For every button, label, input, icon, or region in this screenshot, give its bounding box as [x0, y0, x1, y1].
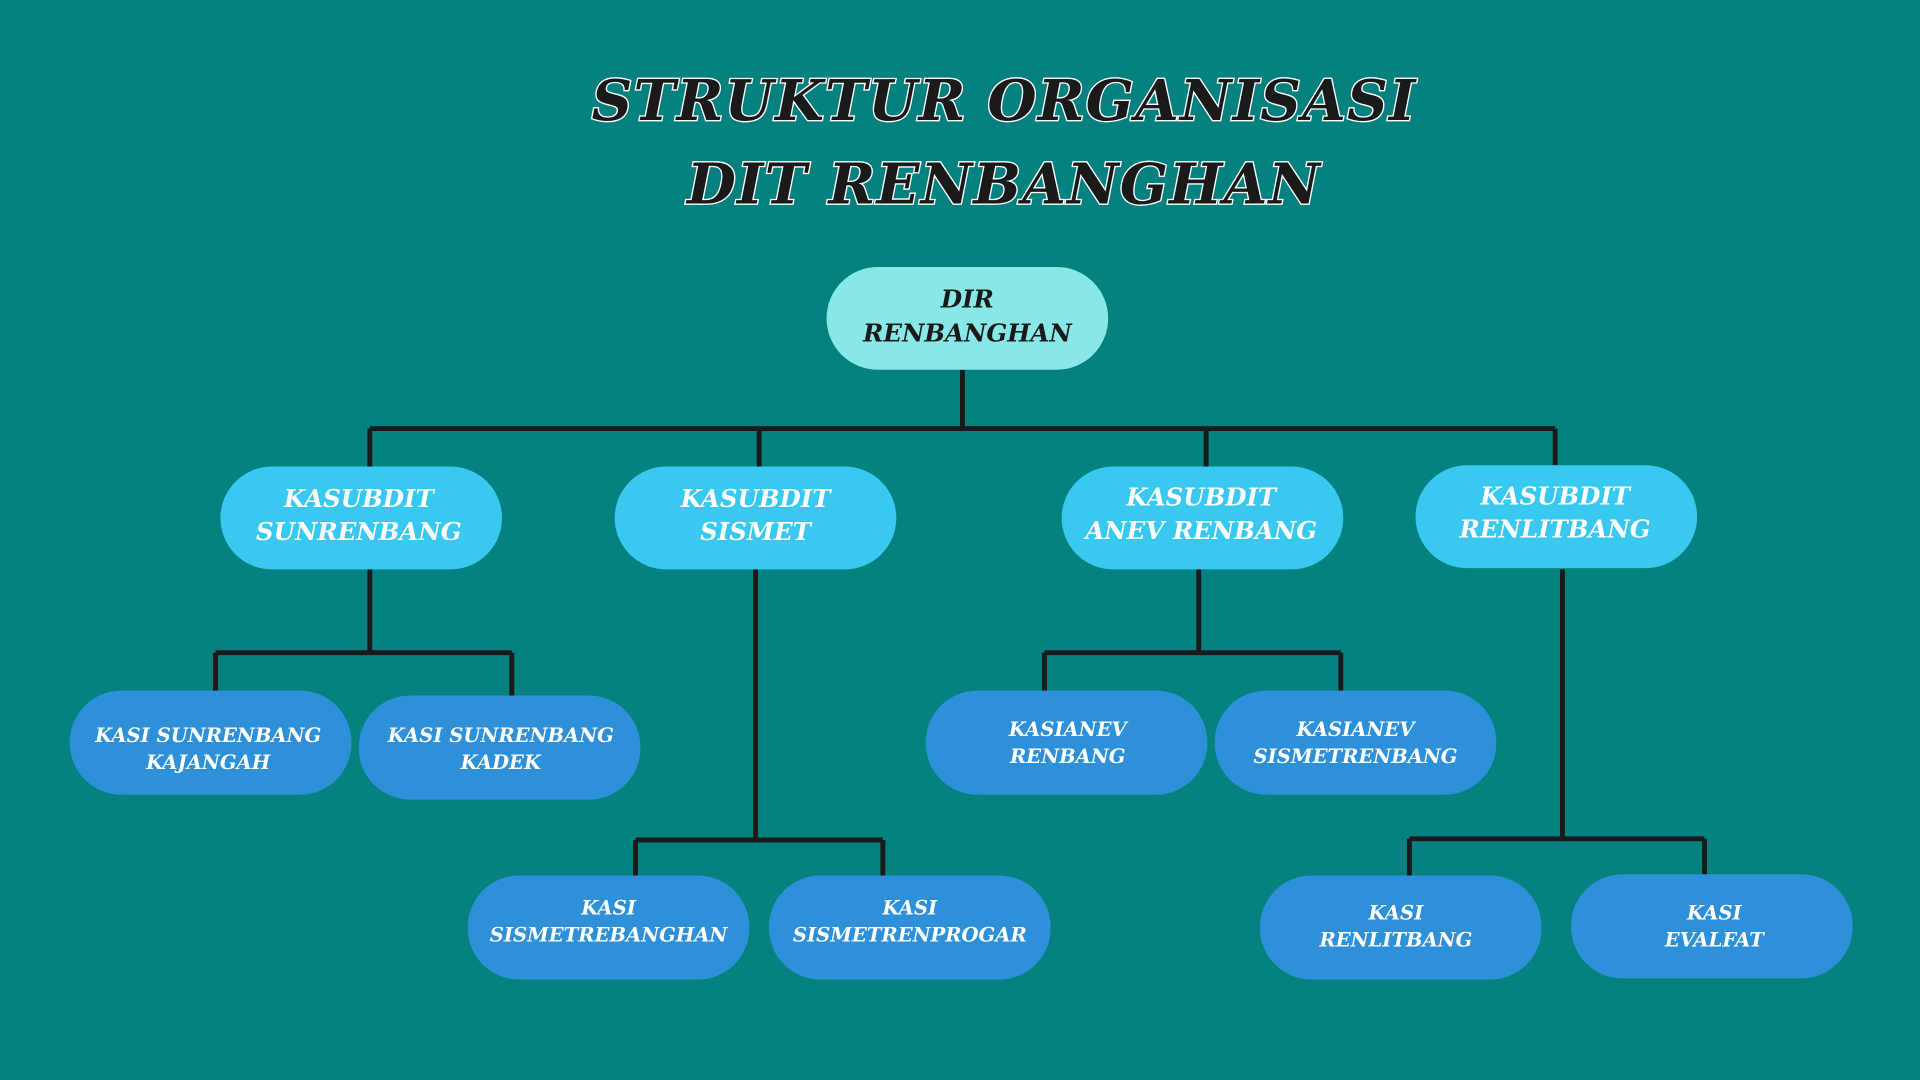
svg-text:KASUBDIT: KASUBDIT	[1479, 481, 1632, 510]
svg-text:SISMETRENBANG: SISMETRENBANG	[1253, 745, 1457, 768]
svg-text:EVALFAT: EVALFAT	[1664, 929, 1765, 952]
svg-text:KASUBDIT: KASUBDIT	[680, 484, 833, 513]
node-kasubdit-renlitbang: KASUBDIT RENLITBANG	[1415, 465, 1698, 569]
svg-text:RENBANGHAN: RENBANGHAN	[862, 319, 1073, 348]
svg-text:RENLITBANG: RENLITBANG	[1318, 929, 1472, 952]
svg-text:SISMET: SISMET	[700, 517, 813, 546]
node-kasi-sunrenbang-kajangah: KASI SUNRENBANG KAJANGAH	[69, 690, 352, 795]
title-line-2: DIT RENBANGHAN	[685, 151, 1323, 217]
svg-text:KASI SUNRENBANG: KASI SUNRENBANG	[94, 724, 321, 747]
node-kasubdit-sismet: KASUBDIT SISMET	[614, 466, 897, 570]
svg-text:KASI: KASI	[881, 897, 938, 920]
node-kasianev-renbang: KASIANEV RENBANG	[925, 690, 1208, 795]
svg-text:DIR: DIR	[940, 284, 994, 313]
node-kasianev-sismetrenbang: KASIANEV SISMETRENBANG	[1214, 690, 1497, 795]
svg-text:RENLITBANG: RENLITBANG	[1459, 515, 1651, 544]
svg-text:RENBANG: RENBANG	[1009, 745, 1125, 768]
title-line-1: STRUKTUR ORGANISASI	[592, 68, 1417, 134]
svg-text:SISMETRENPROGAR: SISMETRENPROGAR	[793, 924, 1027, 947]
node-dir-renbanghan: DIR RENBANGHAN	[826, 266, 1109, 370]
node-kasubdit-sunrenbang: KASUBDIT SUNRENBANG	[220, 466, 503, 570]
svg-text:KASI: KASI	[1368, 902, 1425, 925]
svg-text:KADEK: KADEK	[460, 751, 542, 774]
svg-text:ANEV RENBANG: ANEV RENBANG	[1083, 516, 1317, 545]
node-kasi-evalfat: KASI EVALFAT	[1571, 874, 1853, 979]
svg-text:KASI: KASI	[1686, 902, 1743, 925]
svg-text:KAJANGAH: KAJANGAH	[145, 751, 272, 774]
connectors	[213, 369, 1707, 876]
svg-text:KASI SUNRENBANG: KASI SUNRENBANG	[387, 724, 614, 747]
node-kasi-sunrenbang-kadek: KASI SUNRENBANG KADEK	[358, 695, 641, 800]
svg-text:KASI: KASI	[580, 897, 637, 920]
node-kasi-sismetrebanghan: KASI SISMETREBANGHAN	[467, 875, 750, 980]
svg-text:KASIANEV: KASIANEV	[1008, 718, 1129, 741]
svg-text:KASIANEV: KASIANEV	[1296, 718, 1417, 741]
svg-text:KASUBDIT: KASUBDIT	[1125, 483, 1278, 512]
svg-text:SUNRENBANG: SUNRENBANG	[256, 517, 462, 546]
node-kasubdit-anev-renbang: KASUBDIT ANEV RENBANG	[1061, 466, 1344, 570]
node-kasi-renlitbang: KASI RENLITBANG	[1260, 875, 1542, 980]
svg-text:SISMETREBANGHAN: SISMETREBANGHAN	[490, 924, 729, 947]
node-kasi-sismetrenprogar: KASI SISMETRENPROGAR	[768, 875, 1051, 980]
svg-text:KASUBDIT: KASUBDIT	[283, 484, 436, 513]
